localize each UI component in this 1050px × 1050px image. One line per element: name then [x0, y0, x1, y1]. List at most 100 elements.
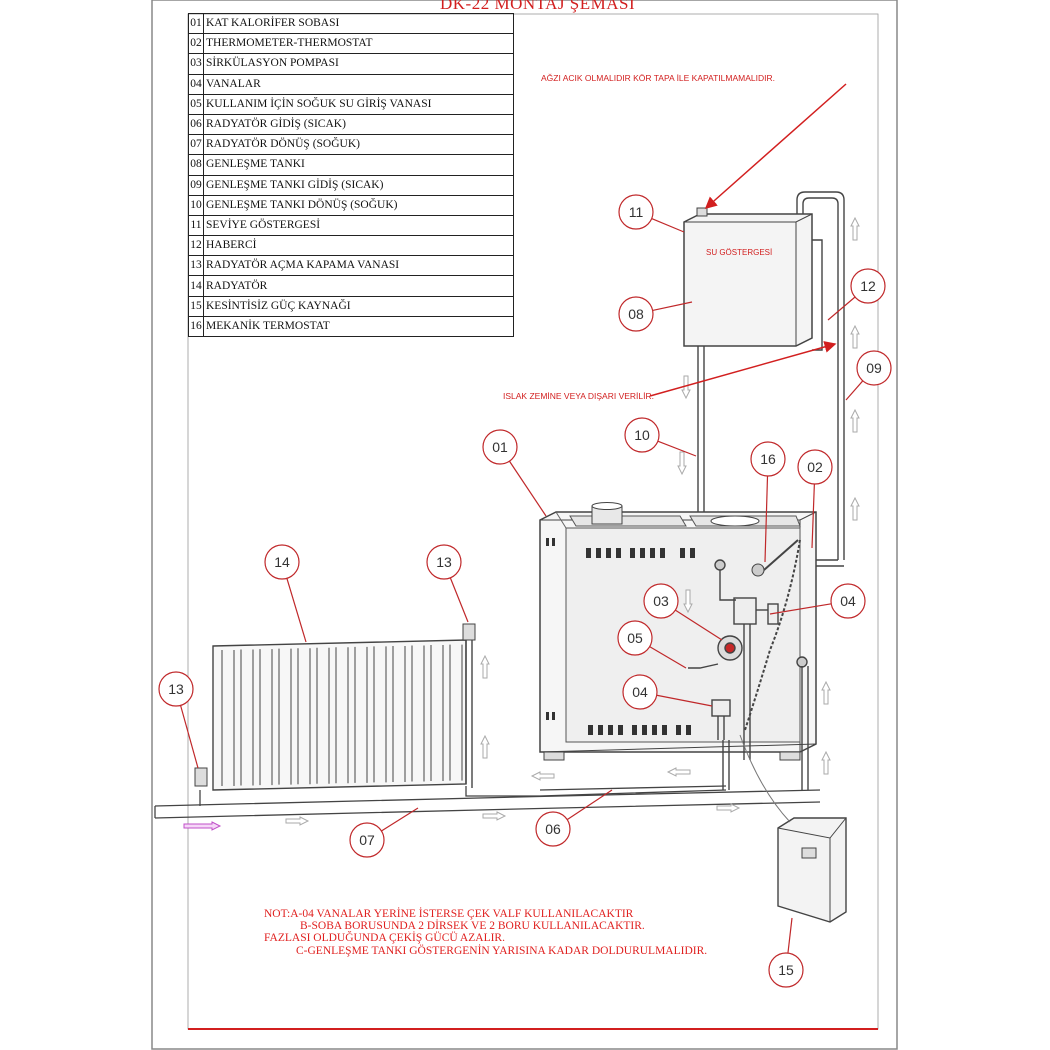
- callout-circle: [482, 429, 518, 465]
- outer-border: [151, 0, 898, 1050]
- callout-leader: [764, 475, 769, 563]
- radiator-fin: [392, 645, 406, 782]
- radiator-fin: [449, 644, 463, 781]
- radiator-fin: [221, 650, 235, 786]
- boiler: [539, 502, 817, 761]
- callout-label: 13: [436, 554, 452, 570]
- note-line-3: FAZLASI OLDUĞUNDA ÇEKİŞ GÜCÜ AZALIR.: [264, 932, 505, 944]
- callout-leader: [449, 577, 469, 623]
- legend-label: GENLEŞME TANKI DÖNÜŞ (SOĞUK): [203, 194, 514, 216]
- legend-label: VANALAR: [203, 73, 514, 95]
- callout-circle: [426, 544, 462, 580]
- legend-number: 12: [188, 235, 204, 257]
- legend-label: SİRKÜLASYON POMPASI: [203, 53, 514, 75]
- legend-number: 04: [188, 73, 204, 95]
- callout-leader: [179, 705, 199, 769]
- legend-label: KULLANIM İÇİN SOĞUK SU GİRİŞ VANASI: [203, 93, 514, 115]
- callout-label: 05: [627, 630, 643, 646]
- callout-leader: [811, 483, 815, 549]
- callout-label: 07: [359, 832, 375, 848]
- radiator-fin: [297, 648, 311, 785]
- legend-label: SEVİYE GÖSTERGESİ: [203, 214, 514, 237]
- callout-circle: [622, 674, 658, 710]
- callout-label: 06: [545, 821, 561, 837]
- legend-label: RADYATÖR GİDİŞ (SICAK): [203, 113, 514, 136]
- callout-circle: [797, 449, 833, 485]
- radiator: [194, 623, 476, 791]
- radiator-fin: [430, 645, 444, 782]
- legend-number: 16: [188, 315, 204, 338]
- legend-label: RADYATÖR DÖNÜŞ (SOĞUK): [203, 134, 514, 156]
- callout-leader: [381, 807, 419, 832]
- legend-label: GENLEŞME TANKI GİDİŞ (SICAK): [203, 174, 514, 196]
- callout-leader: [827, 296, 856, 321]
- callout-leader: [566, 789, 613, 821]
- radiator-fin: [278, 648, 292, 785]
- ups-unit: [739, 734, 847, 923]
- flow-arrows: [285, 216, 860, 826]
- page-title: DK-22 MONTAJ ŞEMASI: [440, 0, 636, 13]
- callout-label: 13: [168, 681, 184, 697]
- callout-label: 04: [840, 593, 856, 609]
- callout-leader: [651, 217, 685, 233]
- legend-label: KESİNTİSİZ GÜÇ KAYNAĞI: [203, 295, 514, 317]
- callout-label: 02: [807, 459, 823, 475]
- open-warning-note: AĞZI ACIK OLMALIDIR KÖR TAPA İLE KAPATIL…: [541, 73, 775, 83]
- callout-leader: [787, 917, 793, 954]
- cold-water-inlet-arrow: [183, 821, 222, 831]
- floor-pipes: [154, 785, 821, 819]
- radiator-fin: [316, 647, 330, 784]
- callout-circle: [830, 583, 866, 619]
- legend-number: 09: [188, 174, 204, 196]
- callout-label: 15: [778, 962, 794, 978]
- legend-number: 06: [188, 113, 204, 136]
- legend-number: 10: [188, 194, 204, 216]
- callout-circle: [643, 583, 679, 619]
- callout-leader: [649, 646, 687, 669]
- note-line-2: B-SOBA BORUSUNDA 2 DİRSEK VE 2 BORU KULL…: [300, 920, 645, 932]
- callout-label: 11: [629, 204, 644, 220]
- callout-leader: [674, 609, 723, 641]
- legend-number: 01: [188, 12, 204, 35]
- legend-label: RADYATÖR AÇMA KAPAMA VANASI: [203, 255, 514, 277]
- callout-leader: [769, 603, 832, 615]
- callout-label: 16: [760, 451, 776, 467]
- callout-circle: [624, 417, 660, 453]
- callout-label: 14: [274, 554, 290, 570]
- legend-label: THERMOMETER-THERMOSTAT: [203, 33, 514, 55]
- legend-number: 13: [188, 255, 204, 277]
- legend-number: 05: [188, 93, 204, 115]
- radiator-fin: [240, 649, 254, 786]
- callout-circle: [850, 268, 886, 304]
- radiator-fin: [354, 646, 368, 783]
- annotation-leaders: [649, 83, 847, 397]
- callout-label: 09: [866, 360, 882, 376]
- callout-label: 03: [653, 593, 669, 609]
- callout-leader: [286, 578, 307, 643]
- callout-circle: [750, 441, 786, 477]
- expansion-tank: [683, 207, 813, 347]
- radiator-fin: [373, 646, 387, 783]
- note-line-4: C-GENLEŞME TANKI GÖSTERGENİN YARISINA KA…: [296, 945, 708, 957]
- callout-circle: [535, 811, 571, 847]
- radiator-fin: [411, 645, 425, 782]
- legend-label: MEKANİK TERMOSTAT: [203, 315, 514, 338]
- callout-leader: [508, 460, 547, 517]
- legend-number: 02: [188, 33, 204, 55]
